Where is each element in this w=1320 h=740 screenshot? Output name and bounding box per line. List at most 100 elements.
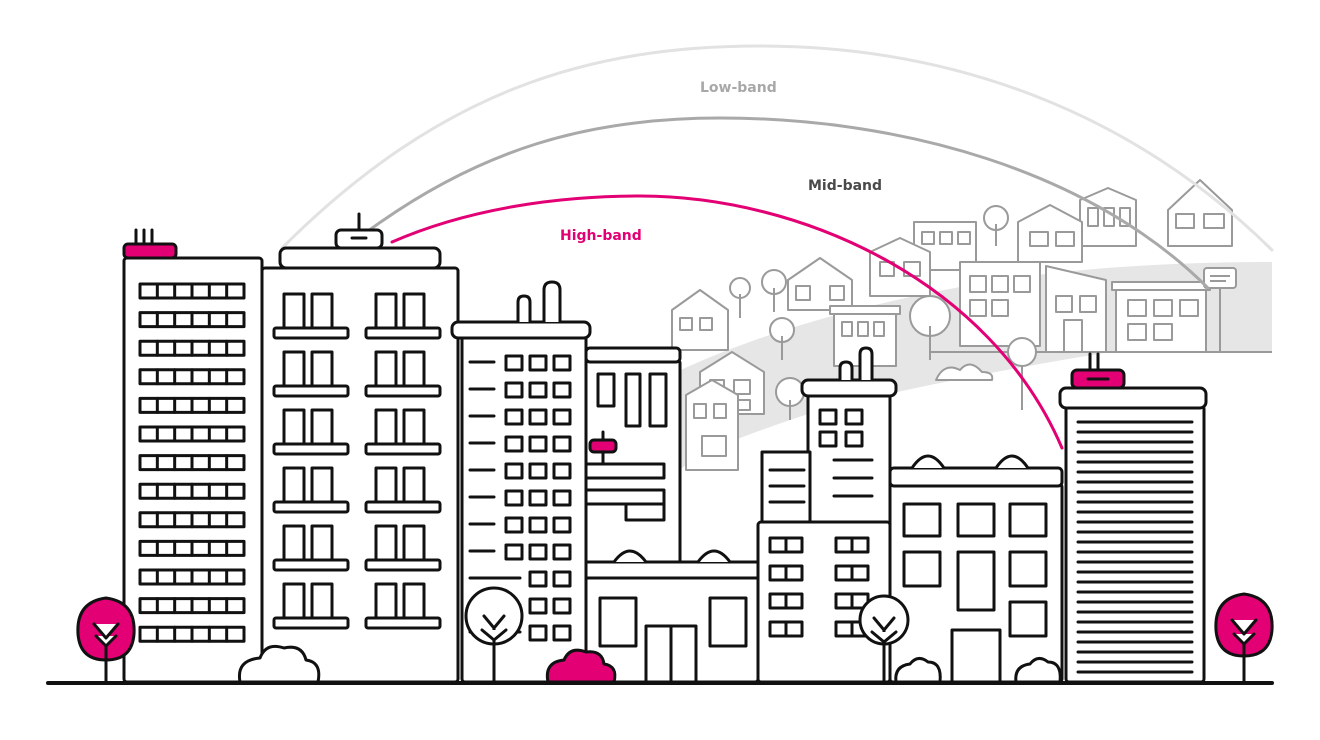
tree-icon [983,205,1009,246]
window [374,350,398,388]
cell-antenna-icon [1070,352,1126,390]
window [552,381,572,399]
balcony-rail [364,558,442,572]
balcony-rail [272,558,350,572]
window [552,543,572,561]
foreground-city [46,212,1274,685]
window [528,381,548,399]
window [528,489,548,507]
house-icon [1167,179,1233,247]
high-band-arc [390,194,1064,450]
window [552,462,572,480]
house-icon [685,379,739,471]
tree-icon [729,277,751,318]
building-center-tower [800,346,898,526]
window-grid [138,282,246,643]
window [402,466,426,504]
bush-icon [1014,657,1062,684]
cell-antenna-icon [334,212,384,250]
window [310,350,334,388]
building-tall-left [122,228,264,684]
window [552,489,572,507]
window [552,408,572,426]
window [310,524,334,562]
window [528,570,548,588]
house-icon [787,257,853,311]
tree-icon [76,596,136,684]
balcony-rail [364,326,442,340]
bush-icon [237,644,321,684]
balcony-rail [272,326,350,340]
window [282,292,306,330]
window [528,435,548,453]
window [504,354,524,372]
low-band-arc [280,44,1274,252]
window-lines [1076,420,1194,674]
window [552,597,572,615]
bush-icon [894,657,942,684]
high-band-label: High-band [560,228,642,244]
background-suburb [660,179,1272,471]
window [504,489,524,507]
window [402,524,426,562]
window [504,543,524,561]
window [282,350,306,388]
cell-antenna-icon [588,430,618,466]
window [552,624,572,642]
building-center-left [756,450,892,684]
building-right-mid [888,454,1064,684]
window [504,462,524,480]
mid-band-label: Mid-band [808,178,882,194]
tree-icon [769,317,795,360]
balcony-rail [272,500,350,514]
window [402,292,426,330]
balcony-rail [272,616,350,630]
window [282,524,306,562]
tree-icon [1007,337,1037,367]
window [374,466,398,504]
window [504,435,524,453]
bush-icon [935,363,994,381]
window-grid [768,536,870,638]
house-icon [1017,204,1083,263]
balcony-windows [272,292,442,630]
building-small-balcony [584,346,682,568]
mid-band-arc [362,116,1210,290]
balcony-rail [272,442,350,456]
window [528,516,548,534]
window [528,408,548,426]
low-band-label: Low-band [700,80,777,96]
tree-icon [909,295,951,360]
house-icon [959,261,1041,347]
window [552,354,572,372]
tree-icon [464,586,524,684]
balcony-rail [364,384,442,398]
window [402,408,426,446]
window [310,582,334,620]
band-arcs [280,44,1274,450]
window [310,292,334,330]
balcony-rail [364,616,442,630]
tree-icon [761,269,787,312]
house-icon [1045,265,1107,353]
window [282,582,306,620]
window [552,516,572,534]
window [374,524,398,562]
window [504,381,524,399]
window [310,408,334,446]
window [528,462,548,480]
cell-antenna-icon [122,228,178,260]
balcony-rail [272,384,350,398]
window [528,624,548,642]
window [528,543,548,561]
street-sign-icon [1203,267,1237,352]
window [504,516,524,534]
balcony-rail [364,500,442,514]
window [552,570,572,588]
window [504,408,524,426]
building-balconies [260,212,460,684]
house-icon [671,289,729,351]
window [402,582,426,620]
